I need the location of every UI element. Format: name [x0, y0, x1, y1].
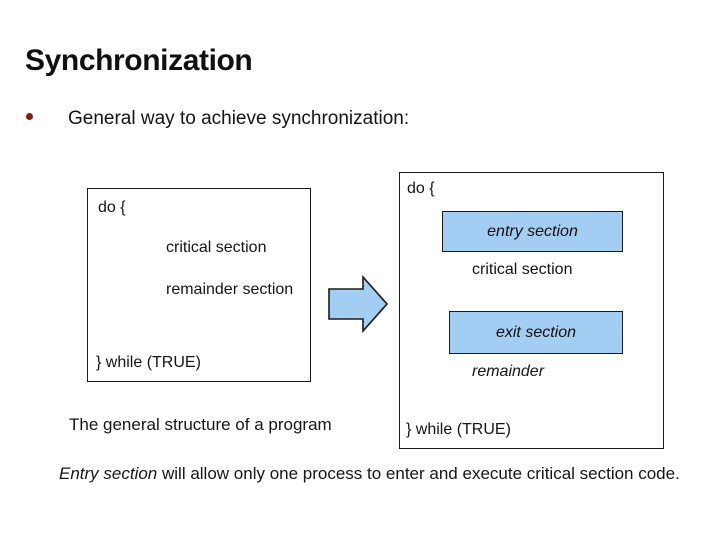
entry-section-label: entry section: [487, 222, 578, 240]
page-title: Synchronization: [25, 44, 253, 77]
exit-section-box: exit section: [449, 311, 623, 354]
left-code-box: do { critical section remainder section …: [87, 188, 311, 382]
right-box-while-line: } while (TRUE): [406, 421, 511, 438]
left-diagram-caption: The general structure of a program: [69, 415, 332, 434]
left-box-critical-section-label: critical section: [166, 239, 267, 256]
left-box-while-line: } while (TRUE): [96, 354, 201, 371]
entry-section-box: entry section: [442, 211, 623, 252]
left-box-do-line: do {: [98, 199, 126, 216]
bottom-caption-emphasis: Entry section: [59, 464, 158, 483]
bullet-dot-icon: [26, 113, 33, 120]
right-box-do-line: do {: [407, 180, 435, 197]
right-box-critical-section-label: critical section: [472, 261, 573, 278]
right-box-remainder-label: remainder: [472, 363, 545, 380]
bottom-caption-rest: will allow only one process to enter and…: [157, 464, 680, 483]
bullet-item-label: General way to achieve synchronization:: [68, 108, 410, 129]
exit-section-label: exit section: [495, 323, 577, 341]
right-arrow-icon: [327, 274, 389, 334]
bullet-list-item: General way to achieve synchronization:: [26, 108, 409, 130]
bottom-caption: Entry section will allow only one proces…: [59, 464, 680, 484]
left-box-remainder-section-label: remainder section: [166, 281, 294, 298]
right-code-box: do { entry section critical section exit…: [399, 172, 664, 449]
